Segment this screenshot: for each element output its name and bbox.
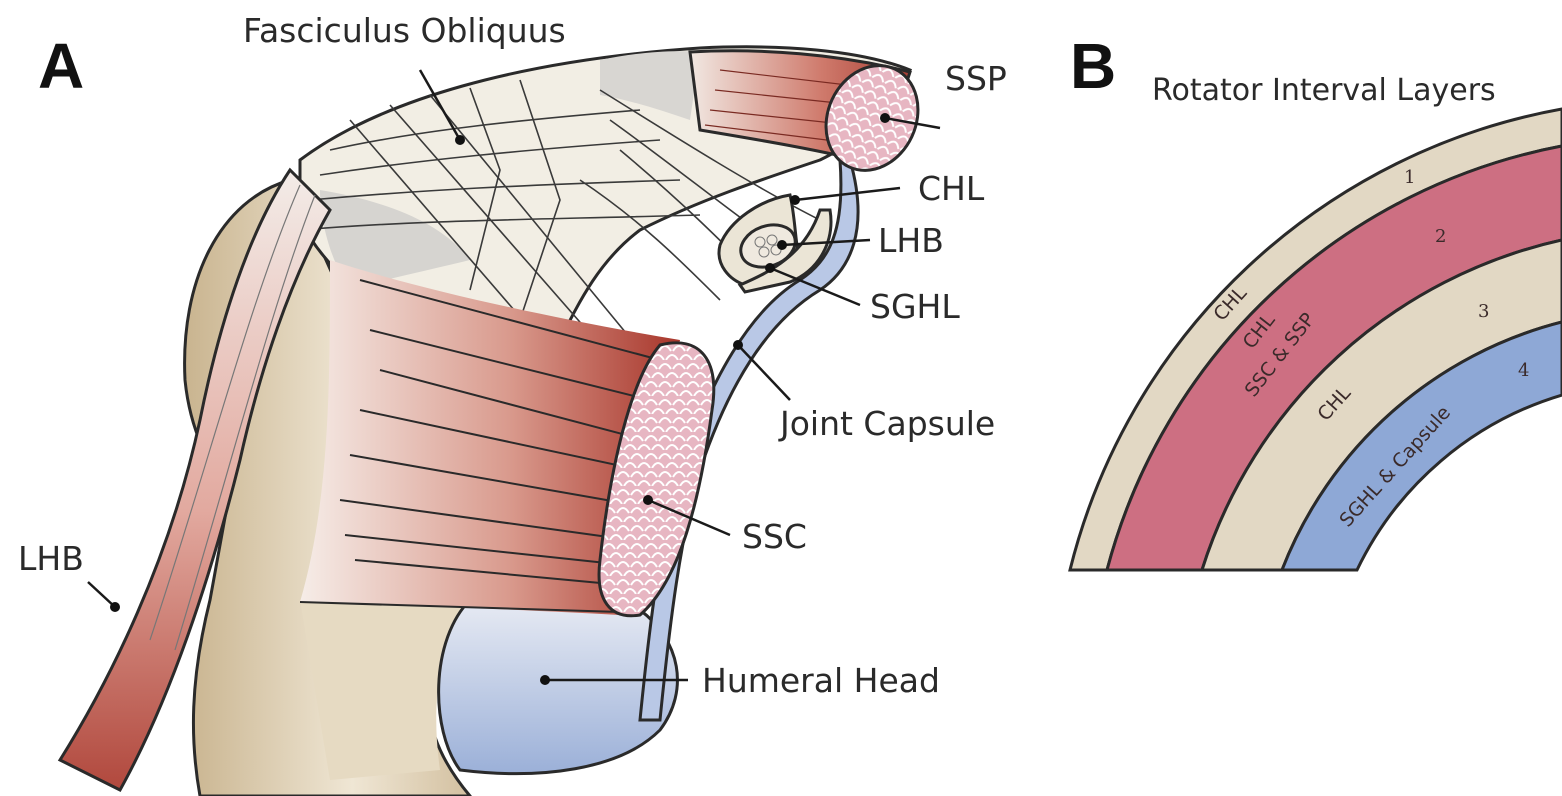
panel-b-letter: B <box>1070 30 1116 102</box>
label-fasciculus-obliquus: Fasciculus Obliquus <box>243 11 566 50</box>
label-lhb-left: LHB <box>18 539 84 578</box>
panel-b: B Rotator Interval Layers 1 2 3 4 CHL CH… <box>1070 30 1562 570</box>
layer-2-number: 2 <box>1435 226 1446 247</box>
panel-a-letter: A <box>38 30 84 102</box>
label-humeral-head: Humeral Head <box>702 661 940 700</box>
label-ssc: SSC <box>742 517 807 556</box>
layer-3-number: 3 <box>1478 301 1489 322</box>
humeral-head <box>439 596 678 774</box>
layer-4-number: 4 <box>1518 360 1529 381</box>
label-sghl: SGHL <box>870 287 960 326</box>
panel-b-title: Rotator Interval Layers <box>1152 73 1496 108</box>
label-ssp: SSP <box>945 59 1007 98</box>
label-lhb-right: LHB <box>878 221 944 260</box>
layer-1-number: 1 <box>1404 167 1415 188</box>
panel-a: A <box>18 11 1007 796</box>
label-joint-capsule: Joint Capsule <box>778 404 995 443</box>
label-chl: CHL <box>918 169 985 208</box>
